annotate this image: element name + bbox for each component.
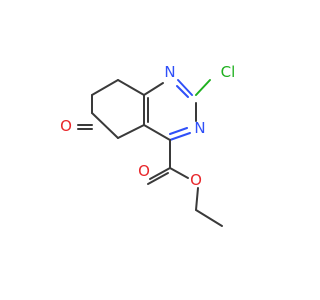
bond-c5-c4a [117, 124, 145, 139]
bond-c4-c4a [143, 124, 171, 141]
atom-cl-label: Cl [221, 63, 236, 81]
bond-n1-c2 [177, 79, 193, 96]
molecule-diagram: N N Cl O O O [60, 63, 236, 227]
bond-n3-c4 [169, 132, 191, 141]
bond-ester-carbonyl-1 [149, 167, 171, 180]
bond-c8a-n1 [143, 82, 164, 96]
bond-ester-o [169, 167, 189, 179]
atom-n3-label: N [194, 119, 205, 137]
bond-c6-c5 [91, 112, 119, 139]
atom-ester-o-label: O [190, 171, 202, 189]
atom-carbonyl-o-label: O [138, 162, 150, 180]
bond-o-ethyl [195, 187, 199, 211]
bond-c8a-c8 [117, 79, 145, 96]
bond-n1-c2-inner [176, 85, 189, 98]
atom-n1-label: N [164, 63, 175, 81]
structure-canvas: N N Cl O O O [60, 63, 236, 227]
bond-c2-cl [195, 79, 211, 96]
bond-ethyl-ch3 [195, 209, 223, 227]
atom-ketone-o-label: O [60, 117, 72, 135]
bond-n3-c4-inner [169, 127, 188, 135]
bond-c8-c7 [91, 79, 119, 96]
bond-ester-carbonyl-2 [147, 172, 169, 185]
